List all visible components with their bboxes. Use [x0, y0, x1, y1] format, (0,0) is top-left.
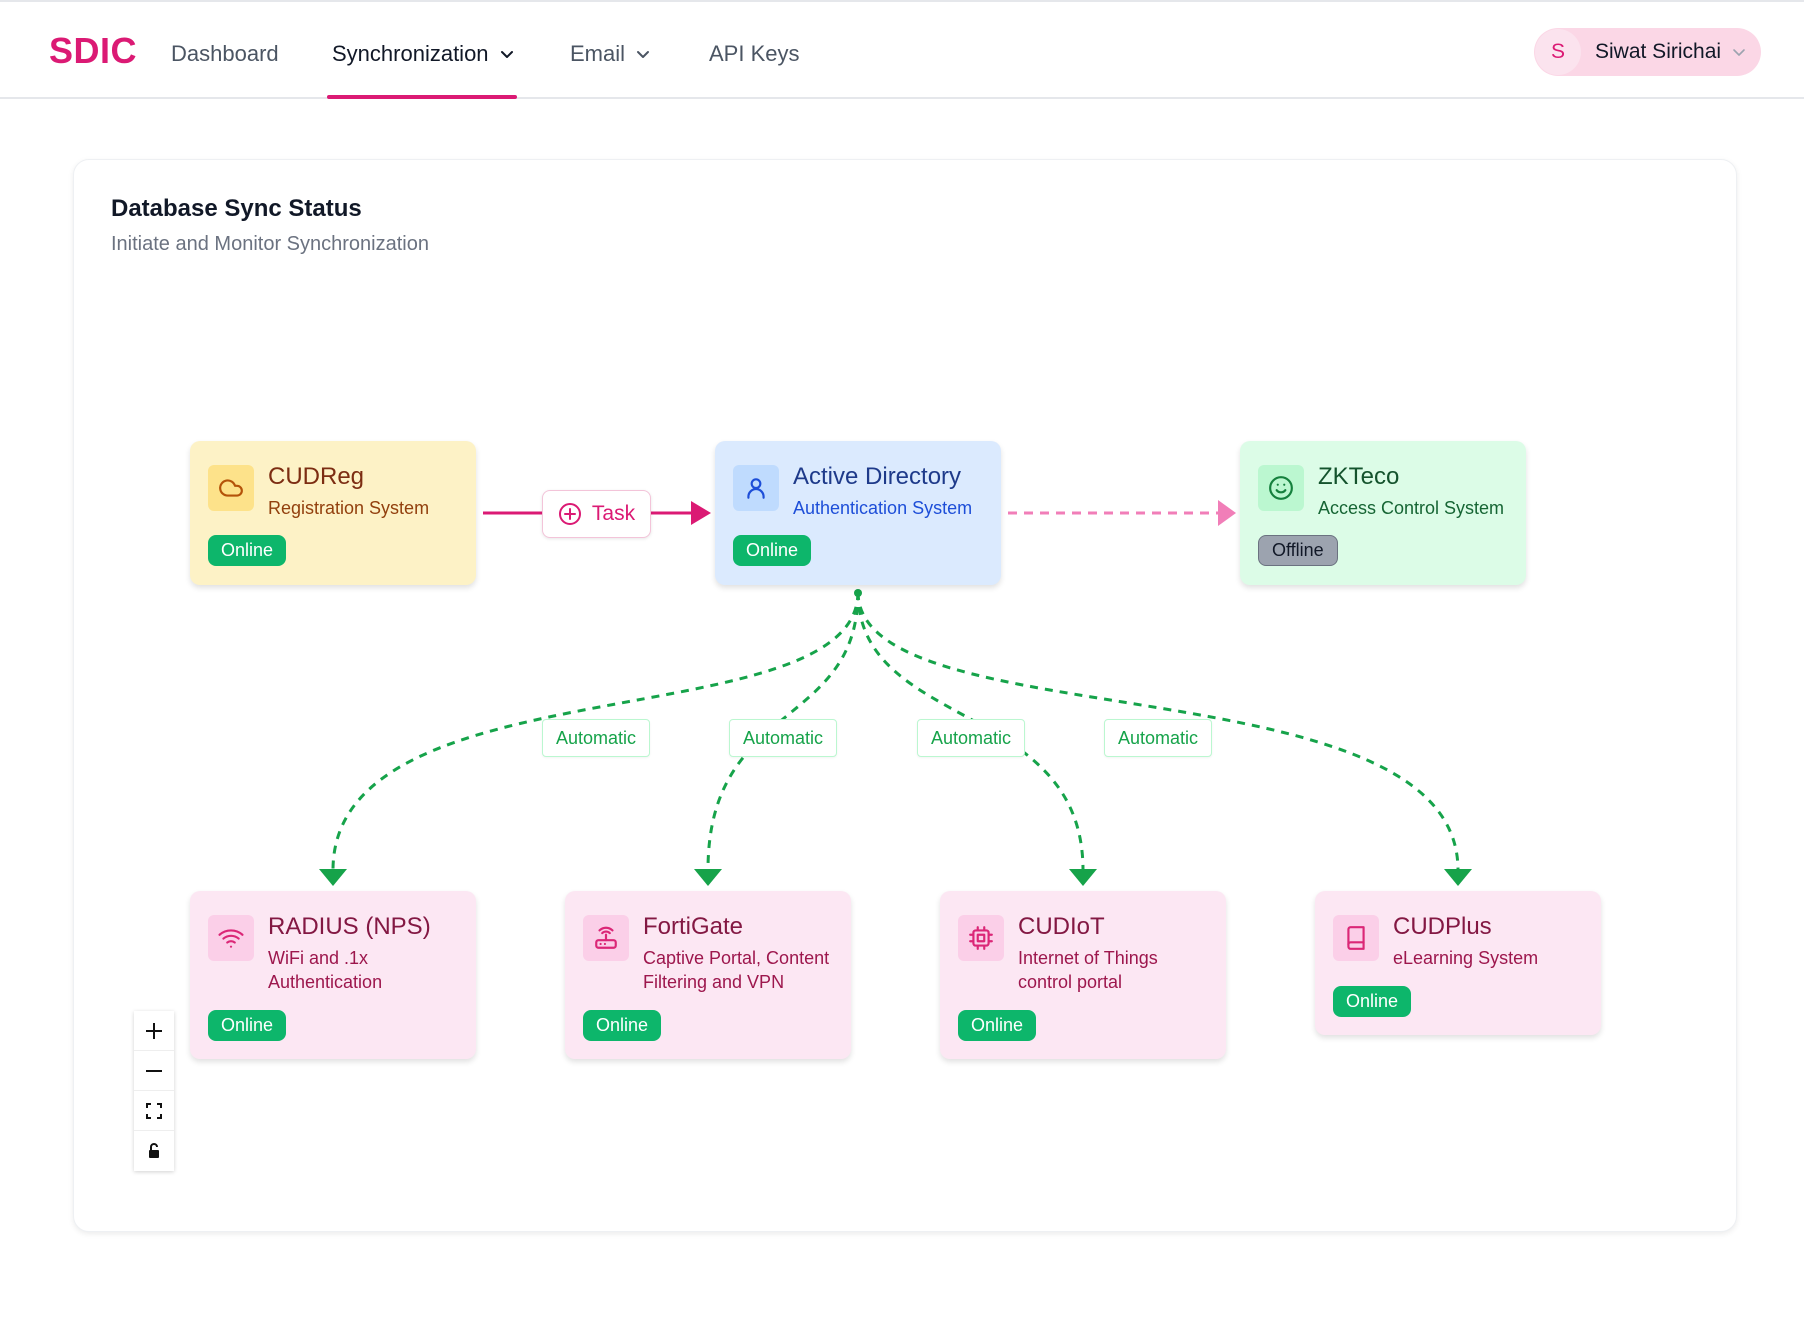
plus-icon	[146, 1022, 162, 1039]
status-badge: Online	[208, 1010, 287, 1041]
cloud-icon	[208, 465, 254, 511]
chevron-down-icon	[1731, 44, 1747, 60]
node-title: ZKTeco	[1318, 463, 1400, 490]
user-menu-button[interactable]: S Siwat Sirichai	[1534, 28, 1761, 76]
status-badge: Online	[958, 1010, 1037, 1041]
node-cudreg[interactable]: CUDReg Registration System Online	[190, 441, 476, 585]
chevron-down-icon	[499, 46, 515, 62]
nav-api-keys-label: API Keys	[709, 41, 800, 66]
nav-dashboard[interactable]: Dashboard	[171, 38, 279, 70]
node-title: RADIUS (NPS)	[268, 913, 431, 940]
node-subtitle: Internet of Things control portal	[1018, 948, 1158, 992]
nav-email[interactable]: Email	[570, 38, 651, 70]
minus-icon	[146, 1069, 162, 1072]
node-active-directory[interactable]: Active Directory Authentication System O…	[715, 441, 1001, 585]
user-icon	[733, 465, 779, 511]
task-button-label: Task	[591, 502, 636, 525]
node-fortigate[interactable]: FortiGate Captive Portal, Content Filter…	[565, 891, 851, 1059]
node-subtitle: Authentication System	[793, 498, 973, 518]
chip-icon	[958, 915, 1004, 961]
brand-logo[interactable]: SDIC	[49, 30, 138, 71]
card-subtitle: Initiate and Monitor Synchronization	[111, 233, 429, 255]
sync-status-card: Database Sync Status Initiate and Monito…	[73, 159, 1737, 1232]
nav-synchronization[interactable]: Synchronization	[332, 38, 515, 70]
node-title: Active Directory	[793, 463, 962, 490]
router-icon	[583, 915, 629, 961]
lock-toggle-button[interactable]	[134, 1131, 174, 1171]
smile-icon	[1258, 465, 1304, 511]
edge-label-automatic: Automatic	[917, 719, 1025, 757]
node-subtitle: Registration System	[268, 498, 430, 518]
node-subtitle: Captive Portal, Content Filtering and VP…	[643, 948, 830, 992]
node-subtitle: eLearning System	[1393, 948, 1539, 968]
avatar: S	[1535, 29, 1581, 75]
active-tab-indicator	[327, 95, 517, 99]
node-cudplus[interactable]: CUDPlus eLearning System Online	[1315, 891, 1601, 1035]
edge-label-automatic: Automatic	[1104, 719, 1212, 757]
zoom-in-button[interactable]	[134, 1011, 174, 1051]
book-icon	[1333, 915, 1379, 961]
chevron-down-icon	[635, 46, 651, 62]
node-zkteco[interactable]: ZKTeco Access Control System Offline	[1240, 441, 1526, 585]
node-title: CUDReg	[268, 463, 365, 490]
status-badge: Online	[1333, 986, 1412, 1017]
status-badge: Online	[208, 535, 287, 566]
status-badge: Online	[583, 1010, 662, 1041]
status-badge: Online	[733, 535, 812, 566]
node-title: FortiGate	[643, 913, 744, 940]
node-title: CUDIoT	[1018, 913, 1105, 940]
node-subtitle: Access Control System	[1318, 498, 1505, 518]
user-name: Siwat Sirichai	[1595, 40, 1722, 63]
card-title: Database Sync Status	[111, 195, 362, 222]
fit-view-icon	[146, 1102, 162, 1119]
node-radius[interactable]: RADIUS (NPS) WiFi and .1x Authentication…	[190, 891, 476, 1059]
nav-email-label: Email	[570, 41, 626, 66]
top-navbar: SDIC Dashboard Synchronization Email API…	[0, 0, 1804, 99]
wifi-icon	[208, 915, 254, 961]
node-cudiot[interactable]: CUDIoT Internet of Things control portal…	[940, 891, 1226, 1059]
nav-api-keys[interactable]: API Keys	[709, 38, 799, 70]
node-title: CUDPlus	[1393, 913, 1492, 940]
nav-synchronization-label: Synchronization	[332, 41, 489, 66]
fit-view-button[interactable]	[134, 1091, 174, 1131]
nav-dashboard-label: Dashboard	[171, 41, 279, 66]
plus-circle-icon	[558, 503, 581, 525]
edge-label-automatic: Automatic	[542, 719, 650, 757]
task-button[interactable]: Task	[542, 490, 651, 538]
edge-label-automatic: Automatic	[729, 719, 837, 757]
node-subtitle: WiFi and .1x Authentication	[268, 948, 383, 992]
flow-controls	[134, 1011, 174, 1171]
unlock-icon	[149, 1143, 159, 1158]
status-badge: Offline	[1258, 535, 1338, 566]
zoom-out-button[interactable]	[134, 1051, 174, 1091]
